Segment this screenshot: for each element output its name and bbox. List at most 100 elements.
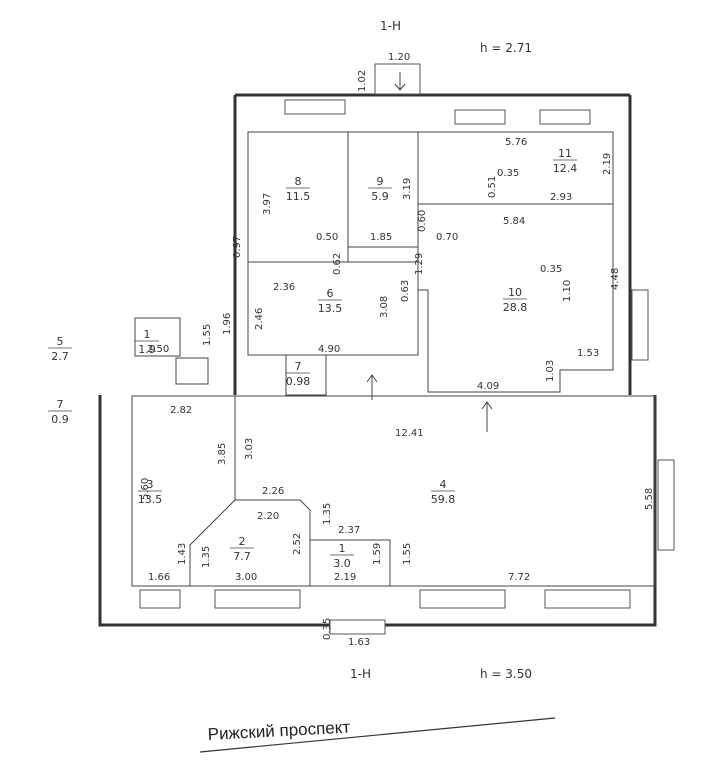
room-1-outline <box>309 539 391 587</box>
room-area: 13.5 <box>318 302 343 315</box>
room-number: 10 <box>508 286 522 299</box>
dimension-label: 2.37 <box>338 525 360 536</box>
top-height-label: h = 2.71 <box>480 41 532 55</box>
dimension-label: 0.70 <box>436 232 458 243</box>
dimension-label: 5.76 <box>505 137 527 148</box>
dimension-label: 1.35 <box>322 503 333 525</box>
room-label: 13.0 <box>330 542 354 570</box>
window-bottom-1 <box>139 589 181 609</box>
room-10-outline <box>417 203 614 393</box>
dimension-label: 0.97 <box>232 236 243 258</box>
room-area: 13.5 <box>138 493 163 506</box>
room-number: 5 <box>57 335 64 348</box>
street-line <box>199 717 556 753</box>
arrow-room10-head <box>481 401 493 410</box>
dimension-label: 1.43 <box>177 543 188 565</box>
dimension-label: 1.85 <box>370 232 392 243</box>
window-bottom-3 <box>419 589 506 609</box>
dimension-label: 2.46 <box>254 308 265 330</box>
room-number: 7 <box>295 360 302 373</box>
dimension-label: 1.55 <box>202 324 213 346</box>
arrow-hall-up-head <box>366 374 378 383</box>
room-area: 11.5 <box>286 190 311 203</box>
room-label: 10 28.8 <box>503 286 528 314</box>
dimension-label: 3.00 <box>235 572 257 583</box>
dimension-label: 2.36 <box>273 282 295 293</box>
walls <box>98 93 657 627</box>
dimension-label: 7.72 <box>508 572 530 583</box>
dimension-label: 0.51 <box>487 176 498 198</box>
dimension-label: 12.41 <box>395 428 424 439</box>
room-label: 459.8 <box>431 478 456 506</box>
window-right-2 <box>657 459 675 551</box>
room-label: 95.9 <box>368 175 392 203</box>
dimension-label: 2.52 <box>292 533 303 555</box>
dimension-label: 1.10 <box>562 280 573 302</box>
room-7-outline <box>285 354 327 396</box>
room-area: 7.7 <box>233 550 251 563</box>
dimension-label: 1.96 <box>222 313 233 335</box>
room-area: 2.7 <box>51 350 69 363</box>
top-stair-label: 1.02 <box>357 70 368 92</box>
dimension-label: 2.20 <box>257 511 279 522</box>
dimension-label: 5.60 <box>140 478 151 500</box>
dimension-label: 2.19 <box>602 153 613 175</box>
bottom-dim-b: 1.63 <box>348 637 370 648</box>
windows <box>139 63 675 635</box>
room-number: 9 <box>377 175 384 188</box>
room-6-outline <box>247 261 419 356</box>
window-top-2 <box>454 109 506 125</box>
dimension-label: 2.82 <box>170 405 192 416</box>
entrance-stairs-bottom <box>329 619 386 635</box>
room-area: 28.8 <box>503 301 528 314</box>
dimension-label: 4.90 <box>318 344 340 355</box>
window-bottom-4 <box>544 589 631 609</box>
room-area: 59.8 <box>431 493 456 506</box>
room-label: 11.9 <box>135 328 159 356</box>
partition-2-diag <box>189 499 236 586</box>
room-area: 1.9 <box>138 343 156 356</box>
room-label: 11 12.4 <box>553 147 578 175</box>
room-label: 27.7 <box>230 535 254 563</box>
room-label: 70.98 <box>286 360 311 388</box>
window-bottom-2 <box>214 589 301 609</box>
room-small-2-outline <box>175 357 209 385</box>
bottom-dim-a: 0.35 <box>322 618 333 640</box>
dimension-label: 0.50 <box>316 232 338 243</box>
dimension-label: 2.26 <box>262 486 284 497</box>
arrow-top-entrance-head <box>394 83 406 91</box>
room-number: 1 <box>144 328 151 341</box>
dimension-label: 3.03 <box>244 438 255 460</box>
room-label: 313.5 <box>138 478 163 506</box>
dimension-label: 2.50 <box>147 344 169 355</box>
window-top-3 <box>539 109 591 125</box>
bottom-height-label: h = 3.50 <box>480 667 532 681</box>
room-label: 70.9 <box>48 398 72 426</box>
room-number: 1 <box>339 542 346 555</box>
room-area: 0.98 <box>286 375 311 388</box>
dimension-label: 1.66 <box>148 572 170 583</box>
dimension-label: 4.48 <box>610 268 621 290</box>
room-number: 2 <box>239 535 246 548</box>
room-number: 11 <box>558 147 572 160</box>
dimension-label: 2.93 <box>550 192 572 203</box>
dimension-label: 0.62 <box>332 253 343 275</box>
top-width-label: 1.20 <box>388 52 410 63</box>
room-number: 7 <box>57 398 64 411</box>
window-top-1 <box>284 99 346 115</box>
dimension-label: 3.85 <box>217 443 228 465</box>
window-right-1 <box>631 289 649 361</box>
top-axis-label: 1-Н <box>380 19 401 33</box>
dimension-label: 0.35 <box>497 168 519 179</box>
room-area: 12.4 <box>553 162 578 175</box>
hall-outline <box>131 395 656 587</box>
room-small-outline <box>134 317 181 357</box>
dimension-label: 1.03 <box>545 360 556 382</box>
room-number: 6 <box>327 287 334 300</box>
dimension-label: 0.60 <box>417 210 428 232</box>
dimension-label: 4.09 <box>477 381 499 392</box>
room-area: 0.9 <box>51 413 69 426</box>
dimension-label: 0.63 <box>400 280 411 302</box>
